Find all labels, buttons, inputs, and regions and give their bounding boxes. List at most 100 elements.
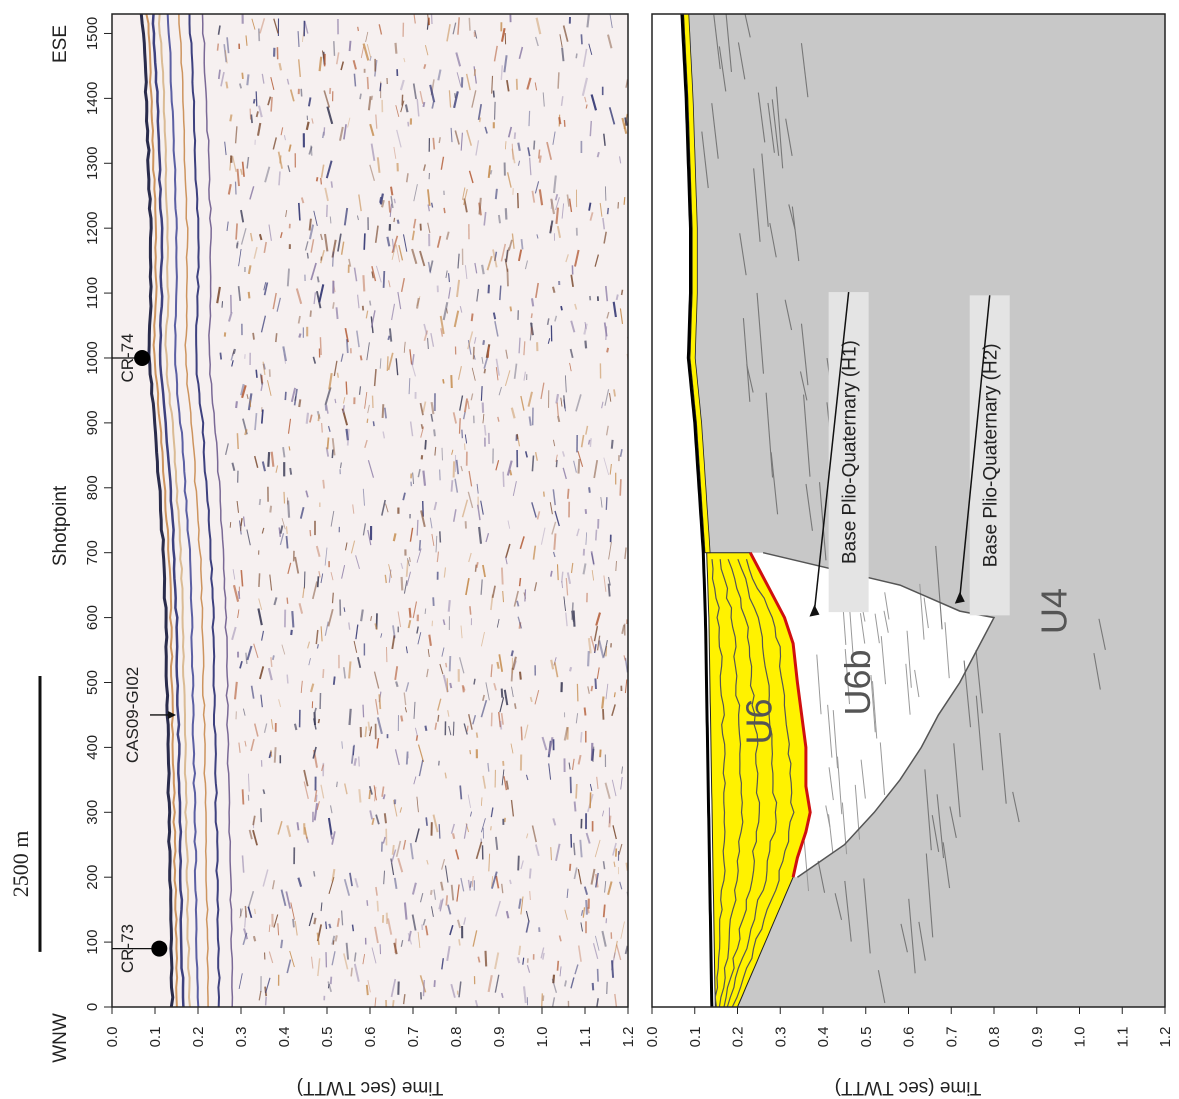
- seismic-event: [229, 114, 233, 122]
- seismic-event: [273, 747, 277, 763]
- seismic-event: [570, 320, 576, 333]
- time-tick-label: 0.9: [491, 1027, 508, 1048]
- seismic-event: [397, 291, 402, 310]
- seismic-event: [579, 839, 583, 858]
- seismic-event: [340, 61, 345, 71]
- seismic-event: [518, 945, 522, 956]
- seismic-event: [367, 721, 371, 732]
- seismic-event: [570, 562, 574, 574]
- seismic-event: [589, 120, 593, 137]
- seismic-event: [375, 114, 378, 129]
- time-tick-label: 0.2: [730, 1027, 747, 1048]
- seismic-event: [552, 551, 556, 558]
- seismic-event: [604, 881, 607, 893]
- seismic-event: [613, 692, 616, 698]
- seismic-event: [229, 522, 232, 528]
- seismic-event: [469, 880, 472, 888]
- seismic-event: [501, 883, 504, 894]
- u4-reflector: [1098, 618, 1106, 650]
- seismic-event: [391, 844, 395, 855]
- seismic-event: [496, 661, 500, 669]
- seismic-event: [445, 662, 448, 668]
- seismic-event: [558, 935, 562, 942]
- seismic-event: [538, 189, 544, 206]
- seismic-event: [524, 451, 528, 458]
- seismic-event: [520, 896, 524, 915]
- seismic-event: [468, 714, 473, 730]
- seismic-event: [588, 43, 593, 56]
- scale-bar: 2500 m: [8, 676, 42, 952]
- seismic-event: [363, 233, 366, 250]
- seismic-event: [460, 877, 465, 892]
- seismic-event: [454, 93, 457, 99]
- seismic-event: [278, 62, 283, 71]
- seismic-event: [456, 279, 461, 298]
- seismic-event: [584, 96, 587, 103]
- seismic-event: [303, 781, 309, 800]
- seismic-event: [618, 156, 622, 164]
- u4-reflector: [744, 14, 751, 38]
- seismic-event: [495, 875, 500, 889]
- time-tick-label: 0.4: [276, 1027, 293, 1048]
- seismic-event: [582, 907, 586, 918]
- seismic-event: [452, 509, 457, 522]
- seismic-event: [564, 980, 567, 987]
- seismic-event: [550, 198, 556, 215]
- seismic-event: [382, 270, 386, 288]
- seismic-event: [312, 718, 317, 730]
- seismic-event: [580, 922, 583, 932]
- seismic-event: [268, 224, 272, 241]
- u6b-reflector: [905, 663, 911, 715]
- seismic-event: [432, 814, 439, 833]
- seismic-reflections: [139, 14, 628, 1007]
- seismic-event: [585, 832, 591, 844]
- seismic-event: [275, 465, 279, 473]
- seismic-event: [594, 254, 600, 267]
- seismic-event: [305, 121, 310, 131]
- seismic-event: [240, 518, 243, 532]
- shotpoint-tick-label: 1200: [84, 211, 101, 244]
- seismic-event: [429, 517, 433, 529]
- seismic-event: [464, 434, 468, 444]
- seismic-event: [527, 147, 531, 157]
- seismic-event: [503, 776, 508, 791]
- seismic-event: [506, 172, 512, 188]
- seismic-event: [330, 571, 334, 581]
- seismic-event: [345, 381, 348, 395]
- horizon-h2-arrowhead: [954, 591, 965, 604]
- seismic-event: [570, 274, 574, 288]
- seismic-event: [561, 581, 564, 589]
- seismic-event: [261, 527, 265, 534]
- seismic-event: [267, 380, 272, 396]
- seismic-event: [517, 616, 523, 629]
- seismic-event: [342, 405, 345, 413]
- seismic-event: [603, 133, 606, 146]
- seismic-event: [384, 574, 387, 584]
- seismic-event: [441, 647, 445, 657]
- seismic-event: [298, 333, 302, 338]
- seismic-event: [251, 18, 256, 30]
- seismic-event: [332, 302, 335, 309]
- seafloor-line: [680, 14, 714, 1007]
- seismic-event: [439, 663, 444, 675]
- seismic-event: [318, 56, 323, 72]
- seismic-event: [459, 785, 463, 800]
- seismic-event: [551, 286, 556, 293]
- seismic-event: [232, 348, 236, 354]
- seismic-event: [474, 262, 478, 274]
- seismic-event: [289, 467, 293, 475]
- seismic-event: [523, 341, 526, 356]
- seismic-event: [412, 601, 418, 619]
- seismic-event: [336, 918, 340, 927]
- seismic-event: [327, 984, 330, 989]
- seismic-event: [464, 265, 468, 280]
- seismic-event: [448, 725, 452, 736]
- seismic-event: [294, 396, 297, 402]
- seismic-event: [335, 307, 339, 320]
- seismic-event: [528, 110, 531, 127]
- seismic-event: [533, 140, 536, 150]
- seismic-event: [520, 239, 524, 250]
- seismic-event: [416, 296, 421, 307]
- time-tick-label: 0.6: [901, 1027, 918, 1048]
- seismic-event: [510, 407, 516, 419]
